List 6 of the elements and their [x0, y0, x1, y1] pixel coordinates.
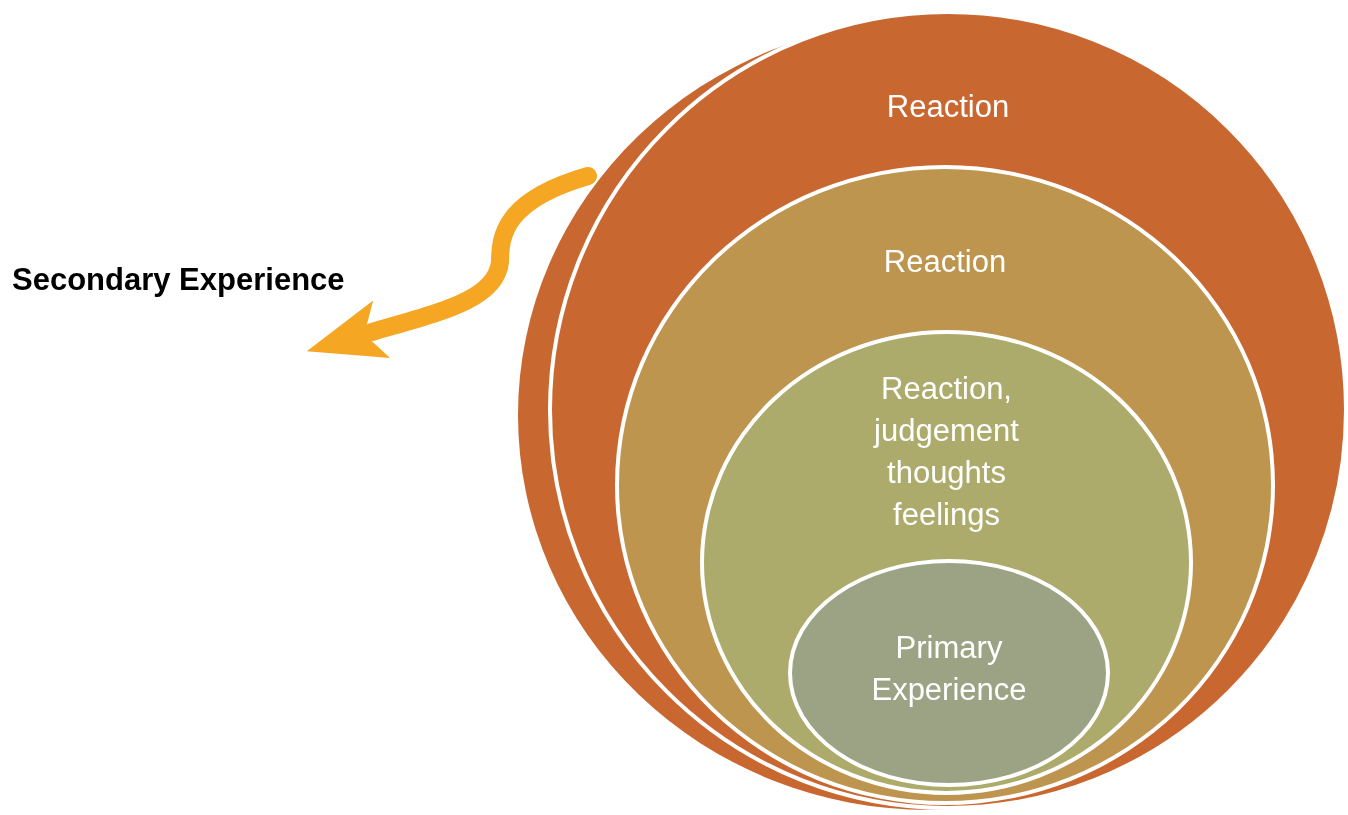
circle-label: Primary Experience [870, 629, 1028, 709]
text-label: Secondary Experience [12, 262, 345, 298]
curved-arrow [306, 167, 597, 359]
circle-label: Reaction [883, 243, 1007, 281]
circle-label: Reaction [886, 88, 1010, 126]
circle-label: Reaction, judgement thoughts feelings [872, 370, 1020, 534]
